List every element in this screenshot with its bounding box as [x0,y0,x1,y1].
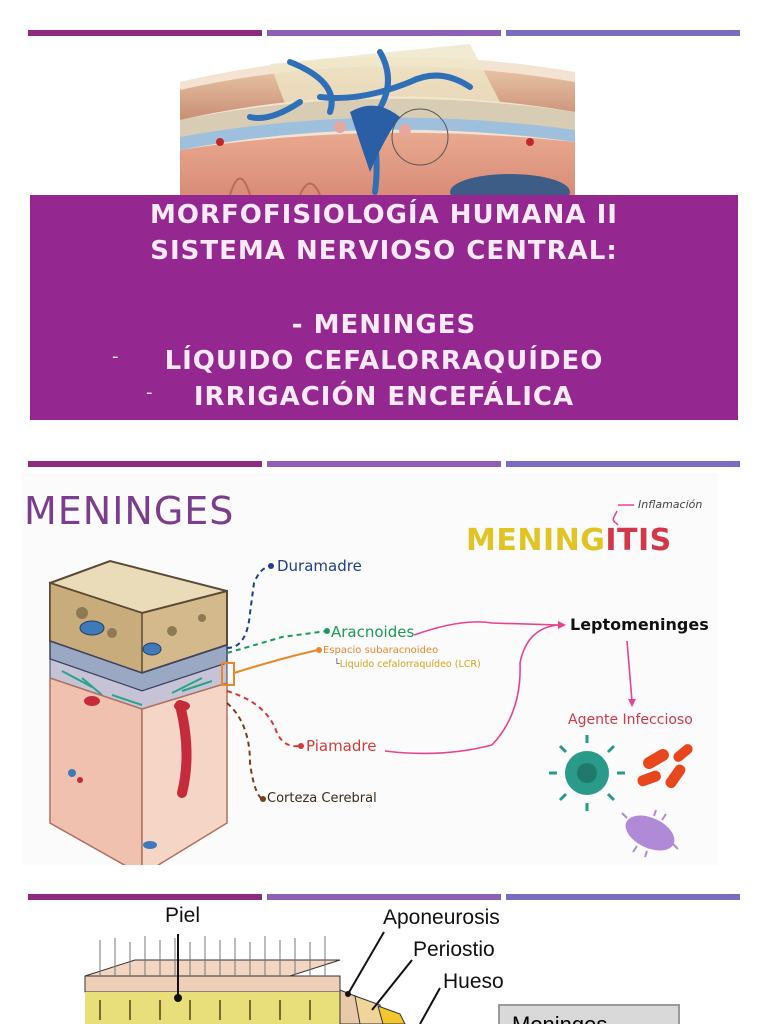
title-slide: MORFOFISIOLOGÍA HUMANA II SISTEMA NERVIO… [0,0,768,420]
bullet-dash: - [146,382,154,403]
accent-bar [28,30,262,36]
scalp-layers-illustration [84,931,441,1024]
topic-liquido-text: LÍQUIDO CEFALORRAQUÍDEO [164,346,604,376]
inflamacion-label: Inflamación [638,498,703,511]
accent-bar [267,461,501,467]
meninges-diagram: MENINGES MENINGITIS Inflamación Duramadr… [22,473,718,865]
accent-bar [506,894,740,900]
liquido-label: └Liquido cefalorraquídeo (LCR) [334,659,481,670]
scalp-layers-slide: Piel Aponeurosis Periostio Hueso Meninge… [0,890,768,1024]
espacio-subaracnoideo-label: Espacio subaracnoideo [323,645,439,656]
bacteria-icon [637,744,693,789]
bullet-dash: - [112,346,120,367]
piamadre-label: Piamadre [306,737,377,755]
meninges-slide: MENINGES MENINGITIS Inflamación Duramadr… [0,455,768,865]
meningitis-suffix: ITIS [605,523,672,558]
meninges-cross-section-illustration [180,44,575,195]
title-line: MORFOFISIOLOGÍA HUMANA II [150,200,618,230]
periostio-label: Periostio [413,938,495,961]
accent-bar [28,461,262,467]
accent-bar [506,461,740,467]
meningitis-title: MENINGITIS [466,523,672,558]
aponeurosis-label: Aponeurosis [383,906,500,929]
topic-liquido: - LÍQUIDO CEFALORRAQUÍDEO [30,343,738,379]
title-box: MORFOFISIOLOGÍA HUMANA II SISTEMA NERVIO… [30,195,738,420]
title-line: SISTEMA NERVIOSO CENTRAL: [150,236,618,266]
meninges-diagram-graphics [49,504,693,865]
topic-irrigacion-text: IRRIGACIÓN ENCEFÁLICA [193,382,575,412]
meninges-heading: MENINGES [24,489,235,533]
accent-bar [267,30,501,36]
meninges-box: Meninges [498,1004,680,1024]
accent-bars [28,894,740,900]
duramadre-label: Duramadre [277,557,362,575]
accent-bars [28,30,740,36]
liquido-text: Liquido cefalorraquídeo (LCR) [339,659,481,670]
topic-irrigacion: - IRRIGACIÓN ENCEFÁLICA [30,379,738,415]
topic-meninges: - MENINGES [291,310,477,340]
aracnoides-label: Aracnoides [331,623,415,641]
corteza-label: Corteza Cerebral [267,791,377,806]
leptomeninges-label: Leptomeninges [570,615,709,634]
piel-label: Piel [165,904,201,927]
agente-infeccioso-label: Agente Infeccioso [568,712,693,728]
accent-bars [28,461,740,467]
accent-bar [28,894,262,900]
virus-icon [549,735,625,811]
meningitis-prefix: MENING [466,523,606,558]
accent-bar [506,30,740,36]
bacillus-icon [621,809,679,858]
accent-bar [267,894,501,900]
hueso-label: Hueso [443,970,504,993]
